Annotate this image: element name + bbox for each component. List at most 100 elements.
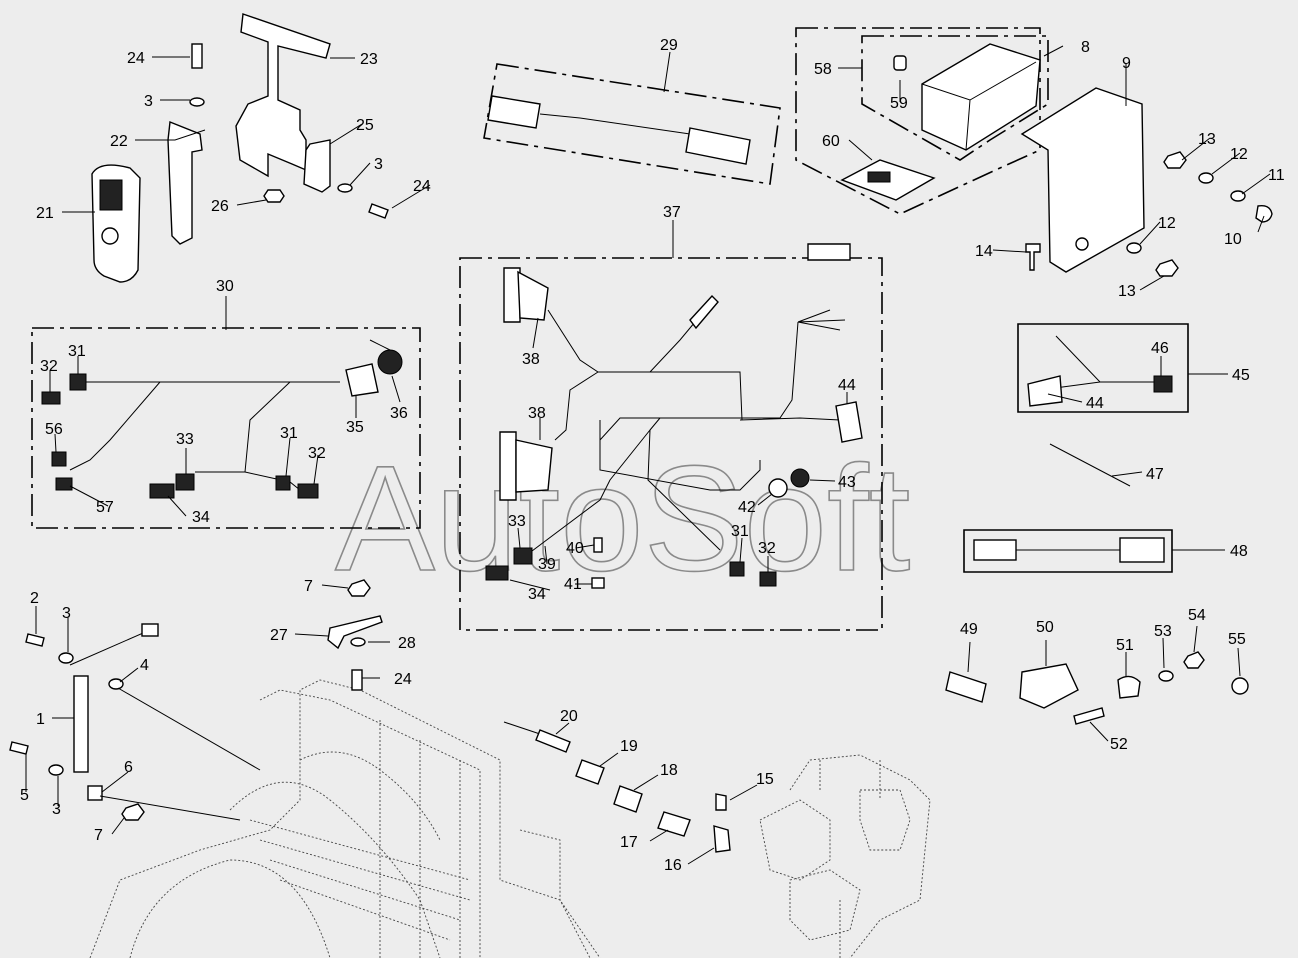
callout-24: 24: [394, 671, 412, 688]
callout-3: 3: [52, 801, 61, 818]
connector-32-37: [759, 571, 777, 587]
callout-50: 50: [1036, 619, 1054, 636]
callout-1: 1: [36, 711, 45, 728]
callout-24: 24: [413, 178, 431, 195]
bracket-27: [327, 615, 383, 650]
bushing-6: [87, 785, 103, 801]
callout-3: 3: [374, 156, 383, 173]
callout-60: 60: [822, 133, 840, 150]
connector-46: [1153, 375, 1173, 393]
nut-7-upper: [347, 579, 371, 597]
watermark-text: AutoSoft: [335, 434, 910, 602]
control-box-group: [795, 27, 1273, 277]
fuse-40: [593, 537, 603, 553]
callout-15: 15: [756, 771, 774, 788]
washer-3-right: [337, 183, 353, 193]
tee-16: [713, 825, 731, 853]
callout-33: 33: [176, 431, 194, 448]
washer-3-top: [189, 97, 205, 107]
callout-7: 7: [304, 578, 313, 595]
callout-39: 39: [538, 556, 556, 573]
callout-34: 34: [192, 509, 210, 526]
connector-31-37: [729, 561, 745, 577]
callout-numbers: 24 3 22 21 26 23 25 3 24 29 58 8 59 60 9…: [20, 37, 1285, 874]
harness-37-group: [459, 243, 883, 631]
washer-3-upper: [58, 652, 74, 664]
washer-53: [1158, 670, 1174, 682]
nut-13-bottom: [1155, 259, 1179, 277]
callout-38: 38: [522, 351, 540, 368]
callout-44: 44: [1086, 395, 1104, 412]
bracket-25: [303, 139, 331, 193]
callout-27: 27: [270, 627, 288, 644]
hydraulic-fittings: [503, 721, 731, 853]
bolt-2: [25, 633, 45, 647]
callout-8: 8: [1081, 39, 1090, 56]
callout-59: 59: [890, 95, 908, 112]
bushing-4: [108, 678, 124, 690]
connector-top-right: [807, 243, 851, 261]
callout-29: 29: [660, 37, 678, 54]
right-harnesses: [963, 323, 1189, 573]
callout-32: 32: [40, 358, 58, 375]
callout-22: 22: [110, 133, 128, 150]
control-box-8: [921, 43, 1041, 151]
callout-48: 48: [1230, 543, 1248, 560]
callout-51: 51: [1116, 637, 1134, 654]
callout-14: 14: [975, 243, 993, 260]
connector-57: [55, 477, 73, 491]
cable-48-right-plug: [1119, 537, 1165, 563]
fitting-18: [613, 785, 643, 813]
callout-13: 13: [1198, 131, 1216, 148]
cap-59: [893, 55, 907, 71]
bracket-assembly: [91, 13, 389, 283]
callout-20: 20: [560, 708, 578, 725]
washer-3-lower: [48, 764, 64, 776]
connector-32-left: [41, 391, 61, 405]
sensor-20: [535, 729, 571, 753]
callout-52: 52: [1110, 736, 1128, 753]
callout-32: 32: [758, 540, 776, 557]
cable-29-plug-left: [487, 95, 541, 129]
callout-41: 41: [564, 576, 582, 593]
callout-6: 6: [124, 759, 133, 776]
callout-42: 42: [738, 499, 756, 516]
bolt-24-top: [191, 43, 203, 69]
fitting-19: [575, 759, 605, 785]
nut-26: [263, 189, 285, 203]
bracket-23: [235, 13, 331, 178]
callout-53: 53: [1154, 623, 1172, 640]
washer-28: [350, 637, 366, 647]
nut-13-top: [1163, 151, 1187, 169]
callout-23: 23: [360, 51, 378, 68]
callout-57: 57: [96, 499, 114, 516]
cable-29-plug-right: [685, 127, 751, 165]
harness-30-group: [31, 327, 421, 529]
fitting-17: [657, 811, 691, 837]
callout-3: 3: [144, 93, 153, 110]
callout-3: 3: [62, 605, 71, 622]
connector-38-mid-hood: [515, 439, 553, 493]
leader-lines: [25, 45, 1271, 865]
connector-31-mid: [275, 475, 291, 491]
callout-33: 33: [508, 513, 526, 530]
cap-55: [1231, 677, 1249, 695]
callout-43: 43: [838, 474, 856, 491]
callout-46: 46: [1151, 340, 1169, 357]
bolt-52: [1073, 707, 1105, 725]
callout-31: 31: [731, 523, 749, 540]
block-50: [1019, 663, 1079, 709]
cable-29-group: [483, 63, 781, 185]
bracket-9-hole: [1075, 237, 1089, 251]
callout-31: 31: [68, 343, 86, 360]
callout-44: 44: [838, 377, 856, 394]
callout-37: 37: [663, 204, 681, 221]
fitting-49: [945, 671, 987, 703]
washer-12-top: [1198, 172, 1214, 184]
callout-35: 35: [346, 419, 364, 436]
bracket-9: [1020, 87, 1145, 273]
callout-26: 26: [211, 198, 229, 215]
connector-44-45: [1027, 375, 1063, 407]
